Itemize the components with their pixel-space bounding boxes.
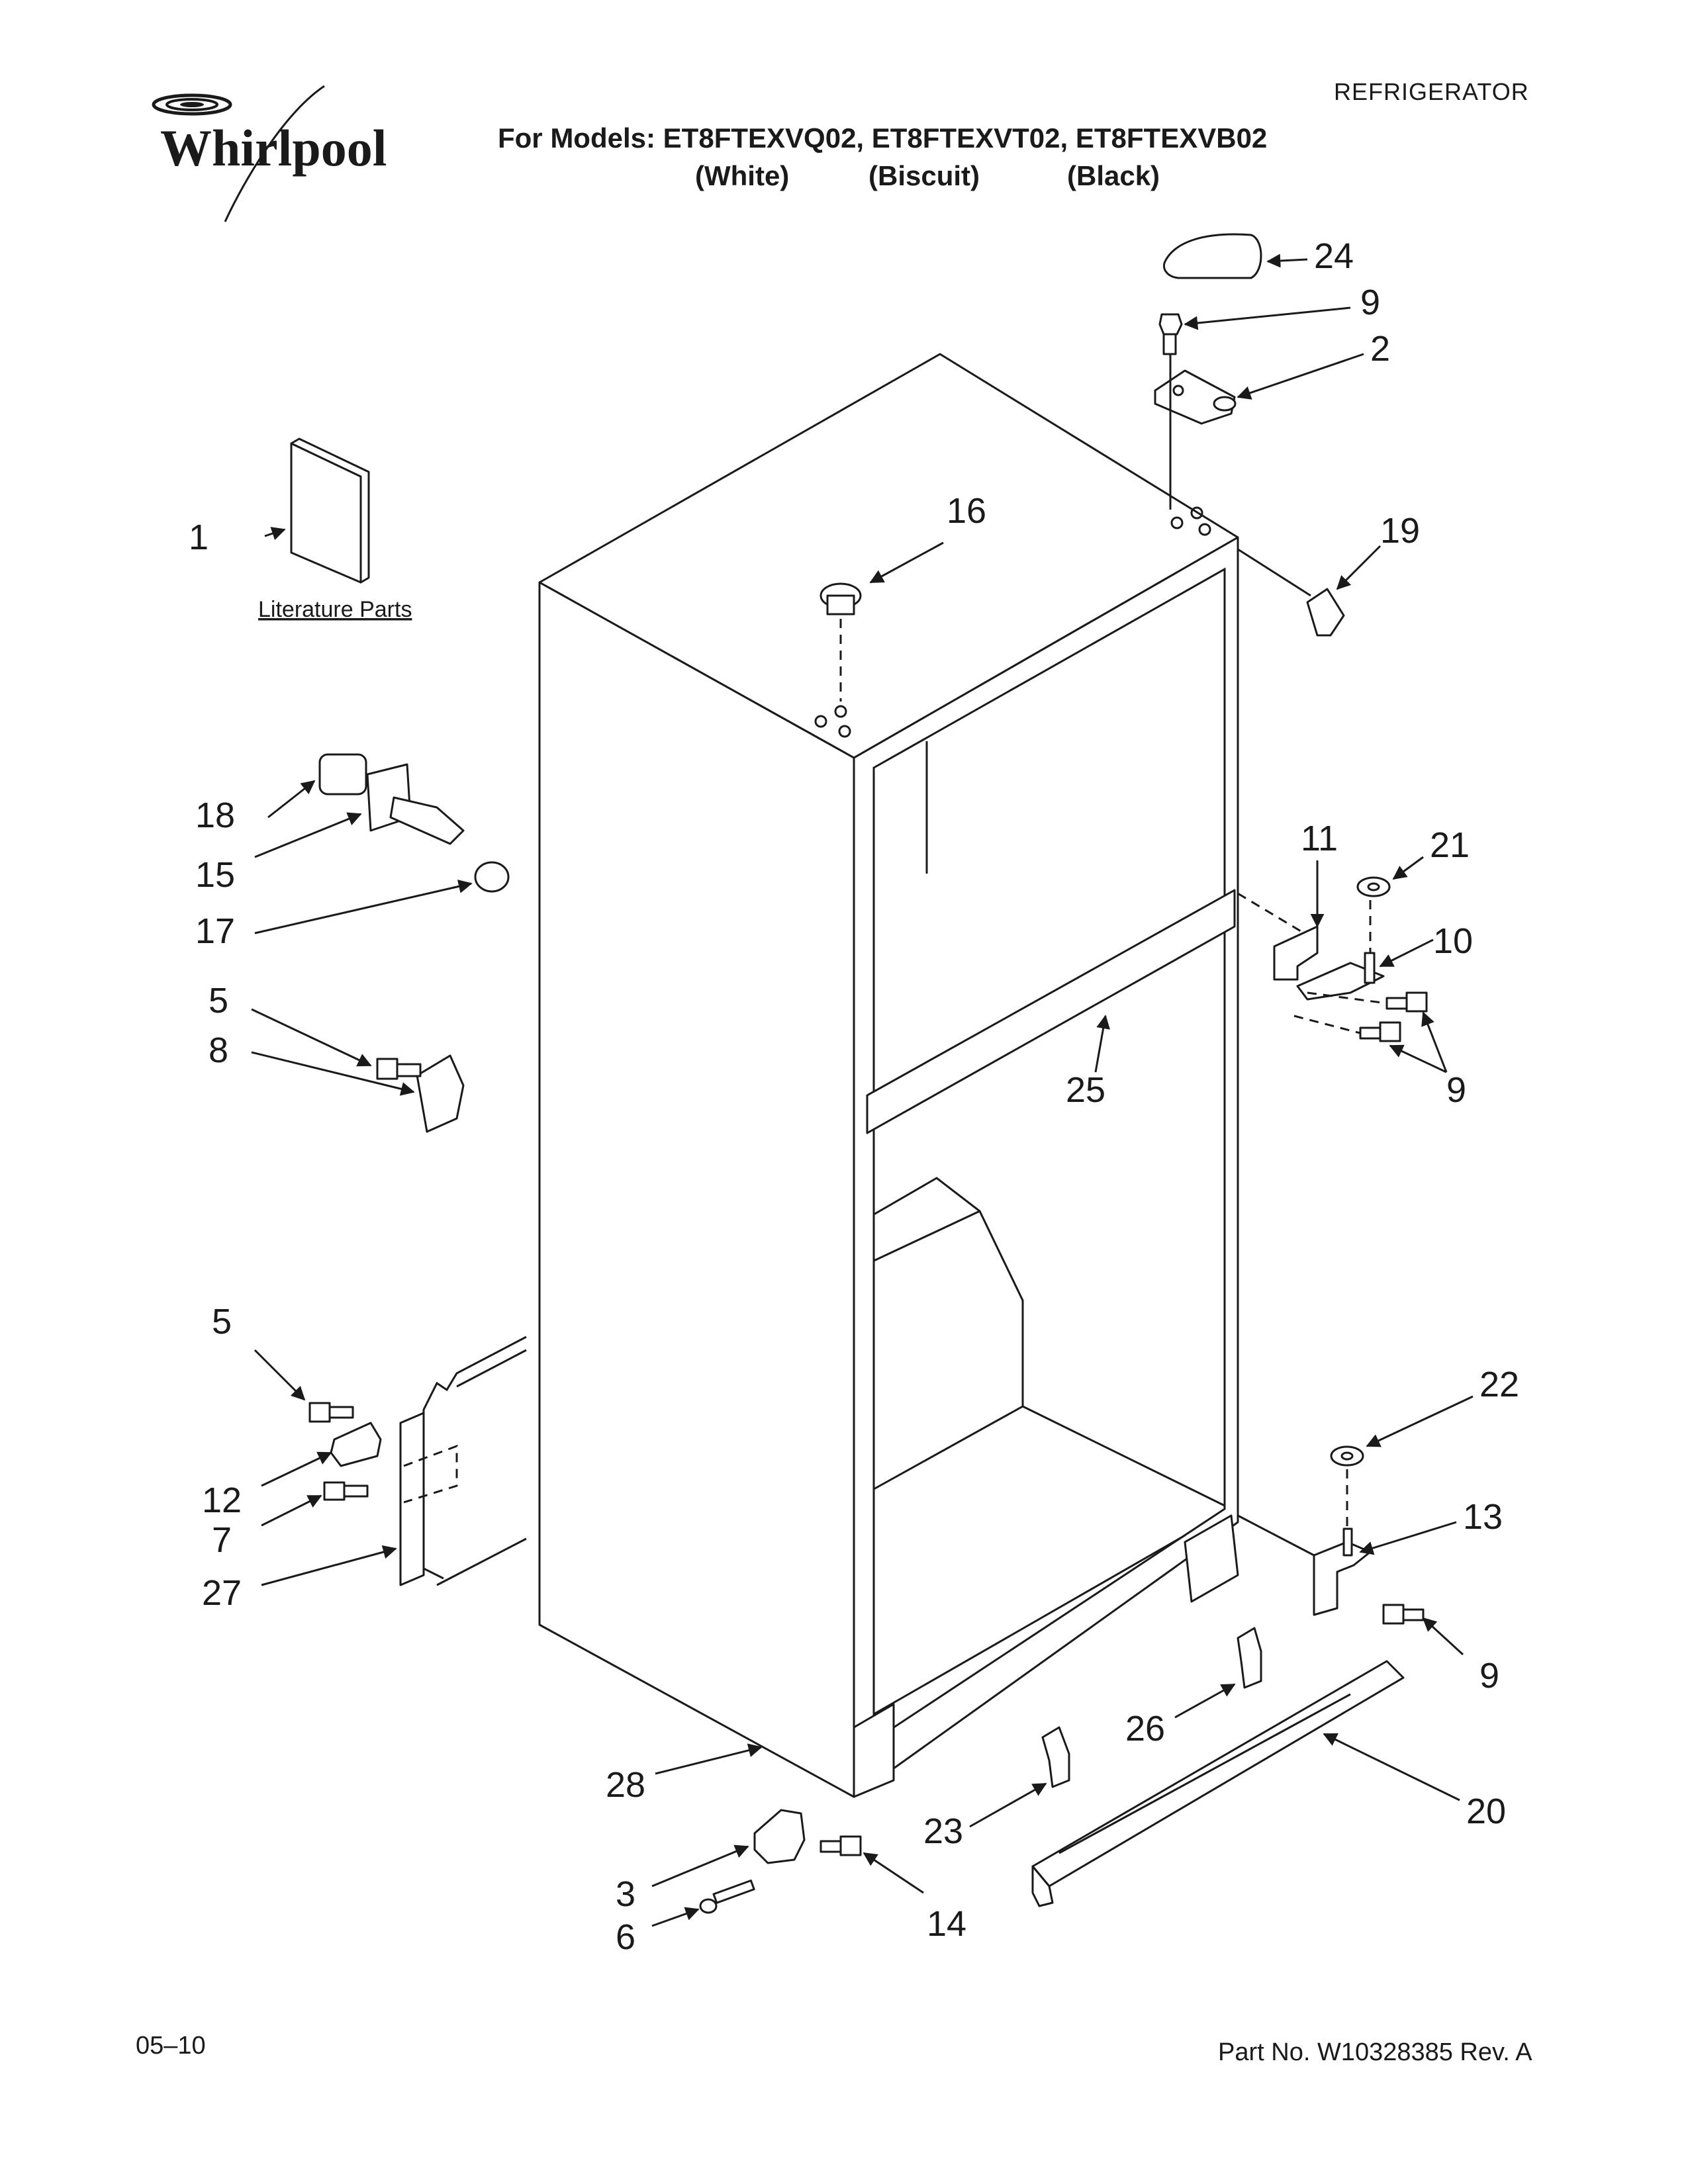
footer-part-number: Part No. W10328385 Rev. A [1218,2038,1532,2066]
part-11-center-hinge [1273,925,1319,981]
callout-5-upper: 5 [209,981,228,1021]
callout-1: 1 [189,518,209,557]
variant-white: (White) [695,160,790,191]
callout-26: 26 [1125,1709,1165,1749]
callout-2: 2 [1370,329,1390,369]
part-9-screw-middle-b [1359,1021,1401,1042]
callout-13: 13 [1463,1497,1503,1537]
refrigerator-cabinet [538,353,1239,1798]
part-9-screw-top [1158,313,1183,355]
callout-21: 21 [1430,825,1470,865]
part-19-hinge-trim [1306,588,1345,637]
leader-lines [251,253,1474,1927]
callout-28: 28 [606,1765,645,1805]
part-7-screw [323,1481,369,1501]
callout-22: 22 [1479,1365,1519,1404]
callout-5-lower: 5 [212,1302,232,1342]
callout-9-middle: 9 [1446,1070,1466,1110]
part-27-bracket [399,1412,458,1586]
part-20-grille [1031,1660,1405,1907]
part-3-hinge-block [753,1809,806,1864]
callout-9-bottom: 9 [1479,1656,1499,1696]
callout-12: 12 [202,1480,242,1520]
part-13-bottom-hinge [1313,1527,1372,1616]
part-24-hinge-cover [1162,233,1262,279]
callout-24: 24 [1314,236,1354,276]
part-9-screw-middle-a [1385,991,1428,1013]
part-2-top-hinge [1154,369,1237,425]
callout-7: 7 [212,1520,232,1560]
part-1-literature [290,437,370,584]
callout-3: 3 [616,1874,635,1914]
part-23-clip [1041,1726,1070,1788]
callout-25: 25 [1066,1070,1105,1110]
part-10-hinge-pin [1364,952,1376,984]
callout-8: 8 [209,1030,228,1070]
part-9-screw-bottom [1382,1604,1425,1625]
variant-black: (Black) [1067,160,1160,191]
part-6-pin [699,1879,755,1914]
callout-11: 11 [1301,819,1338,858]
part-5-screw-lower [308,1402,354,1423]
part-17-bushing [474,861,510,893]
logo-wordmark: Whirlpool [160,119,387,177]
document-category: REFRIGERATOR [1334,78,1529,105]
part-8-latch [416,1054,465,1133]
part-18-gasket [318,753,367,796]
callout-6: 6 [616,1917,635,1957]
part-16-plug [820,582,862,702]
part-15-stud [366,763,465,845]
callout-19: 19 [1380,511,1420,551]
part-26-clip [1237,1627,1262,1689]
callout-23: 23 [923,1811,963,1851]
part-12-clamp [330,1422,382,1467]
variant-biscuit: (Biscuit) [868,160,980,191]
callout-20: 20 [1466,1792,1506,1831]
callout-17: 17 [195,911,235,951]
whirlpool-logo: Whirlpool [152,85,387,222]
literature-parts-label: Literature Parts [258,597,412,622]
part-14-screw [820,1835,862,1856]
callout-16: 16 [947,491,986,531]
footer-date-code: 05–10 [136,2032,206,2060]
callout-27: 27 [202,1573,242,1613]
callout-9-top: 9 [1360,283,1380,322]
models-title: For Models: ET8FTEXVQ02, ET8FTEXVT02, ET… [498,122,1268,154]
part-5-screw-upper [376,1058,422,1080]
callout-10: 10 [1433,921,1473,961]
callout-numbers: 24 9 2 1 16 19 18 15 17 5 8 11 21 10 9 2… [189,236,1519,1957]
part-22-washer [1330,1445,1364,1467]
callout-14: 14 [927,1904,966,1944]
callout-15: 15 [195,855,235,895]
callout-18: 18 [195,796,235,835]
part-21-washer [1356,876,1391,897]
